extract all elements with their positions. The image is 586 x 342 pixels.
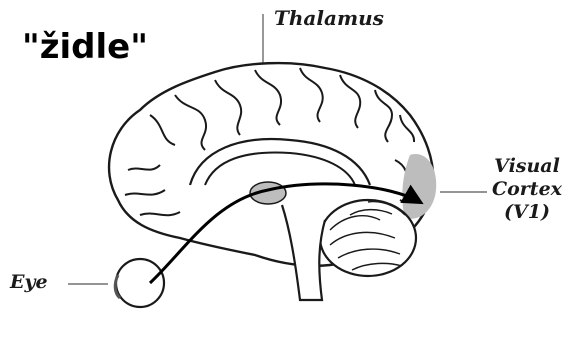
thalamus-label: Thalamus bbox=[274, 8, 384, 28]
eye bbox=[115, 259, 164, 307]
eye-label: Eye bbox=[10, 273, 48, 292]
cerebellum bbox=[320, 200, 416, 276]
visual-cortex-label: Visual Cortex (V1) bbox=[492, 155, 562, 223]
diagram-title: "židle" bbox=[22, 30, 148, 64]
visual-cortex-label-line3: (V1) bbox=[492, 201, 562, 224]
visual-cortex-label-line2: Cortex bbox=[492, 178, 562, 201]
visual-cortex-label-line1: Visual bbox=[492, 155, 562, 178]
